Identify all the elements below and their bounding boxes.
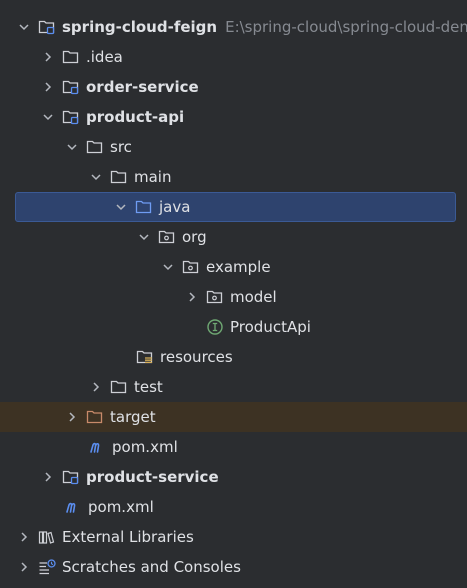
chevron-right-icon[interactable] [40, 469, 56, 485]
tree-item-label: model [230, 288, 277, 306]
package-icon [206, 289, 224, 305]
tree-item-label: target [110, 408, 156, 426]
tree-item-label: src [110, 138, 132, 156]
chevron-right-icon[interactable] [88, 379, 104, 395]
chevron-down-icon[interactable] [136, 229, 152, 245]
tree-item-test[interactable]: test [0, 372, 467, 402]
tree-item-org[interactable]: org [0, 222, 467, 252]
tree-item-label: java [159, 198, 191, 216]
tree-item-src[interactable]: src [0, 132, 467, 162]
tree-item-pom-product-api[interactable]: pom.xml [0, 432, 467, 462]
tree-item-label: pom.xml [112, 438, 178, 456]
chevron-down-icon[interactable] [40, 109, 56, 125]
tree-item-label: main [134, 168, 172, 186]
module-folder-icon [62, 469, 80, 485]
tree-item-label: External Libraries [62, 528, 194, 546]
source-folder-icon [135, 199, 153, 215]
chevron-down-icon[interactable] [88, 169, 104, 185]
tree-item-scratches[interactable]: Scratches and Consoles [0, 552, 467, 582]
tree-item-label: order-service [86, 78, 199, 96]
tree-item-model[interactable]: model [0, 282, 467, 312]
tree-item-label: spring-cloud-feign [62, 18, 218, 36]
folder-icon [62, 49, 80, 65]
package-icon [158, 229, 176, 245]
tree-item-label: org [182, 228, 207, 246]
tree-item-label: Scratches and Consoles [62, 558, 241, 576]
chevron-down-icon[interactable] [64, 139, 80, 155]
tree-item-label: pom.xml [88, 498, 154, 516]
folder-icon [86, 139, 104, 155]
module-folder-icon [38, 19, 56, 35]
module-folder-icon [62, 109, 80, 125]
excluded-folder-icon [86, 409, 104, 425]
resources-folder-icon [136, 349, 154, 365]
maven-icon [88, 439, 106, 455]
tree-item-main[interactable]: main [0, 162, 467, 192]
libraries-icon [38, 529, 56, 545]
tree-item-label: test [134, 378, 163, 396]
tree-item-target[interactable]: target [0, 402, 467, 432]
tree-item-label: ProductApi [230, 318, 311, 336]
tree-item-label: resources [160, 348, 233, 366]
tree-item-order-service[interactable]: order-service [0, 72, 467, 102]
project-path: E:\spring-cloud\spring-cloud-demo [225, 18, 467, 36]
tree-item-external-libraries[interactable]: External Libraries [0, 522, 467, 552]
tree-item-product-api[interactable]: product-api [0, 102, 467, 132]
package-icon [182, 259, 200, 275]
scratches-icon [38, 559, 56, 575]
tree-item-label: example [206, 258, 271, 276]
tree-item-example[interactable]: example [0, 252, 467, 282]
chevron-right-icon[interactable] [16, 559, 32, 575]
folder-icon [110, 169, 128, 185]
chevron-right-icon[interactable] [184, 289, 200, 305]
chevron-right-icon[interactable] [16, 529, 32, 545]
tree-item-productapi[interactable]: ProductApi [0, 312, 467, 342]
tree-item-resources[interactable]: resources [0, 342, 467, 372]
module-folder-icon [62, 79, 80, 95]
tree-item-idea[interactable]: .idea [0, 42, 467, 72]
chevron-right-icon[interactable] [40, 49, 56, 65]
chevron-down-icon[interactable] [113, 199, 129, 215]
tree-item-java[interactable]: java [15, 192, 456, 222]
tree-item-product-service[interactable]: product-service [0, 462, 467, 492]
chevron-down-icon[interactable] [16, 19, 32, 35]
tree-item-label: .idea [86, 48, 123, 66]
interface-icon [206, 319, 224, 335]
folder-icon [110, 379, 128, 395]
chevron-right-icon[interactable] [40, 79, 56, 95]
chevron-right-icon[interactable] [64, 409, 80, 425]
tree-item-label: product-api [86, 108, 185, 126]
maven-icon [64, 499, 82, 515]
chevron-down-icon[interactable] [160, 259, 176, 275]
tree-item-spring-cloud-feign[interactable]: spring-cloud-feign E:\spring-cloud\sprin… [0, 12, 467, 42]
tree-item-pom-root[interactable]: pom.xml [0, 492, 467, 522]
tree-item-label: product-service [86, 468, 219, 486]
